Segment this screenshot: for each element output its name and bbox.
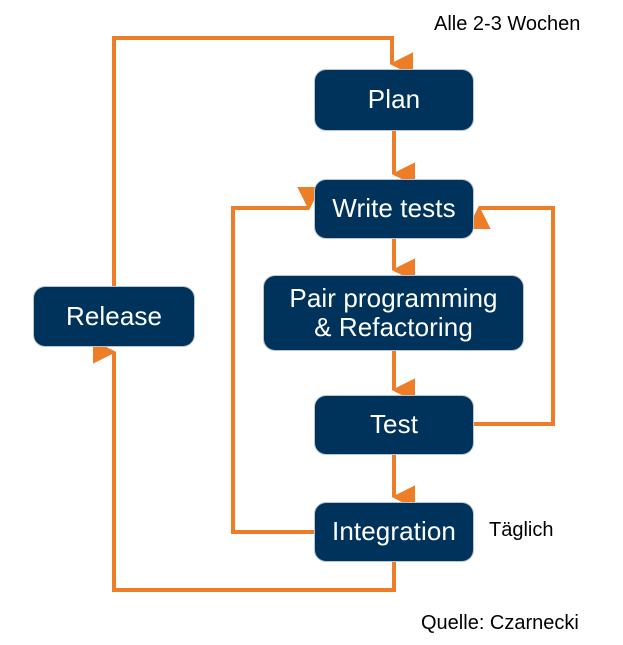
node-plan[interactable]: Plan [315, 70, 473, 130]
node-integration[interactable]: Integration [315, 503, 473, 561]
node-test-label: Test [369, 409, 419, 440]
node-write-tests[interactable]: Write tests [315, 180, 473, 238]
node-plan-label: Plan [367, 84, 421, 115]
node-pair-programming[interactable]: Pair programming & Refactoring [264, 276, 523, 350]
edge-integration-to-release [92, 340, 396, 592]
edge-integration-to-write-tests [231, 187, 321, 534]
node-write-tests-label: Write tests [332, 193, 456, 224]
node-release-label: Release [65, 300, 163, 331]
node-pair-programming-label: Pair programming & Refactoring [289, 282, 498, 342]
node-test[interactable]: Test [315, 396, 473, 454]
caption-integration-cadence: Täglich [489, 519, 554, 541]
caption-release-cadence: Alle 2-3 Wochen [434, 13, 581, 35]
node-integration-label: Integration [332, 516, 456, 547]
edge-release-to-plan [112, 36, 413, 287]
node-release[interactable]: Release [34, 287, 194, 346]
edge-test-to-write-tests [467, 205, 555, 426]
caption-source: Quelle: Czarnecki [421, 612, 579, 634]
